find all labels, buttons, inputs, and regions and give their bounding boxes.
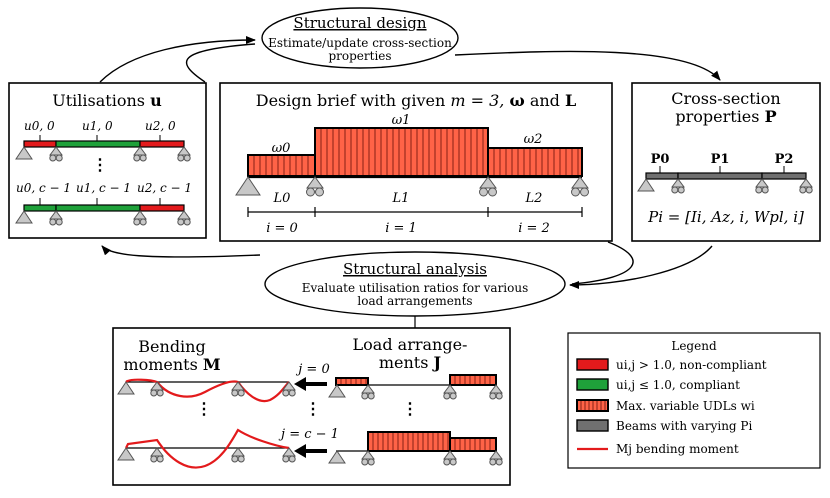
util-segment-red [139, 204, 185, 212]
util-label-bottom-0: u0, c − 1 [16, 181, 71, 195]
beam-segment-grey [645, 172, 679, 180]
omega-label-1: ω1 [392, 113, 411, 128]
legend-swatch-udl [576, 399, 609, 412]
udl-block [449, 374, 497, 386]
legend-item-4: Mj bending moment [616, 442, 739, 456]
brief-m-eq: m = 3, [450, 91, 504, 110]
cs-title-symbol: P [765, 107, 777, 126]
load-line1: Load arrange- [353, 335, 468, 354]
brief-L: L [565, 91, 576, 110]
utilisations-symbol: u [150, 91, 162, 110]
cs-title-line1: Cross-section [671, 89, 780, 108]
arrow-left-icon [294, 377, 327, 391]
cs-formula: Pi = [Ii, Az, i, Wpl, i] [647, 208, 804, 226]
structural-design-line1: Estimate/update cross-section [268, 36, 452, 50]
length-label-2: L2 [525, 191, 543, 206]
cycle-arrows [99, 36, 721, 289]
structural-design-title: Structural design [293, 14, 426, 32]
structural-analysis-line1: Evaluate utilisation ratios for various [302, 281, 529, 295]
j-bottom-label: j = c − 1 [278, 427, 339, 442]
util-label-top-1: u1, 0 [82, 119, 113, 133]
index-label-1: i = 1 [385, 221, 417, 236]
index-label-2: i = 2 [518, 221, 550, 236]
bending-symbol: M [203, 355, 221, 374]
length-label-0: L0 [273, 191, 291, 206]
legend-swatch-red [576, 358, 609, 371]
util-segment-green [55, 140, 141, 148]
legend-item-3: Beams with varying Pi [616, 419, 752, 433]
legend: Legend ui,j > 1.0, non-compliant ui,j ≤ … [567, 332, 821, 469]
udl-block [487, 147, 583, 177]
legend-item-0: ui,j > 1.0, non-compliant [616, 358, 767, 372]
legend-title: Legend [671, 339, 717, 353]
brief-title-prefix: Design brief with given [256, 91, 446, 110]
bending-moment-curve [125, 428, 290, 469]
analysis-box: Bending moments M Load arrange- ments J … [112, 327, 511, 486]
brief-omega: ω [509, 91, 524, 110]
bending-line2: moments [123, 355, 197, 374]
p-label-0: P0 [651, 152, 670, 167]
legend-swatch-green [576, 378, 609, 391]
utilisations-title: Utilisations [52, 91, 145, 110]
util-segment-red [139, 140, 185, 148]
util-segment-green [55, 204, 141, 212]
j-top-label: j = 0 [295, 362, 329, 377]
legend-item-2: Max. variable UDLs wi [616, 399, 755, 413]
utilisations-box: Utilisations u u0, 0 u1, 0 u2, 0 ⋮ u0, c… [8, 82, 207, 239]
omega-label-0: ω0 [272, 141, 291, 156]
util-label-bottom-1: u1, c − 1 [76, 181, 131, 195]
cs-title-line2: properties [675, 107, 759, 126]
util-label-bottom-2: u2, c − 1 [137, 181, 192, 195]
structural-analysis-title: Structural analysis [343, 260, 487, 278]
omega-label-2: ω2 [524, 132, 543, 147]
brief-and: and [530, 91, 560, 110]
p-label-2: P2 [775, 152, 794, 167]
arrow-left-icon [294, 444, 327, 458]
bm-dots: ⋮ [196, 399, 212, 418]
legend-swatch-grey [576, 419, 609, 432]
udl-block [314, 127, 489, 177]
udl-block [576, 399, 609, 412]
structural-design-node: Structural design Estimate/update cross-… [261, 7, 459, 69]
svg-text:moments M: moments M [123, 355, 220, 374]
load-dots: ⋮ [402, 399, 418, 418]
structural-analysis-node: Structural analysis Evaluate utilisation… [264, 251, 566, 317]
bending-moment-curve [125, 378, 290, 403]
cross-section-box: Cross-section properties P P0 P1 P2 Pi =… [631, 82, 821, 242]
svg-text:Utilisations u: Utilisations u [52, 91, 162, 110]
util-segment-green [23, 204, 57, 212]
dimension-line [247, 207, 583, 217]
index-label-0: i = 0 [266, 221, 298, 236]
udl-block [449, 437, 497, 452]
udl-block [247, 154, 316, 177]
p-label-1: P1 [711, 152, 730, 167]
svg-text:ments J: ments J [379, 353, 441, 372]
util-dots: ⋮ [92, 155, 108, 174]
util-segment-red [23, 140, 57, 148]
svg-text:Design brief with given: Design brief with given m = 3, ω and L [256, 91, 577, 110]
structural-design-line2: properties [328, 49, 391, 63]
util-label-top-2: u2, 0 [145, 119, 176, 133]
load-symbol: J [432, 353, 442, 372]
udl-loads [367, 431, 497, 452]
load-line2: ments [379, 353, 429, 372]
beam-segment-grey [677, 172, 763, 180]
bending-line1: Bending [138, 337, 205, 356]
svg-text:properties P: properties P [675, 107, 776, 126]
j-dots: ⋮ [305, 399, 321, 418]
design-brief-box: Design brief with given m = 3, ω and L ω… [219, 82, 613, 242]
beam-segment-grey [761, 172, 807, 180]
util-label-top-0: u0, 0 [24, 119, 55, 133]
structural-analysis-line2: load arrangements [357, 294, 472, 308]
legend-item-1: ui,j ≤ 1.0, compliant [616, 378, 740, 392]
length-label-1: L1 [392, 191, 410, 206]
